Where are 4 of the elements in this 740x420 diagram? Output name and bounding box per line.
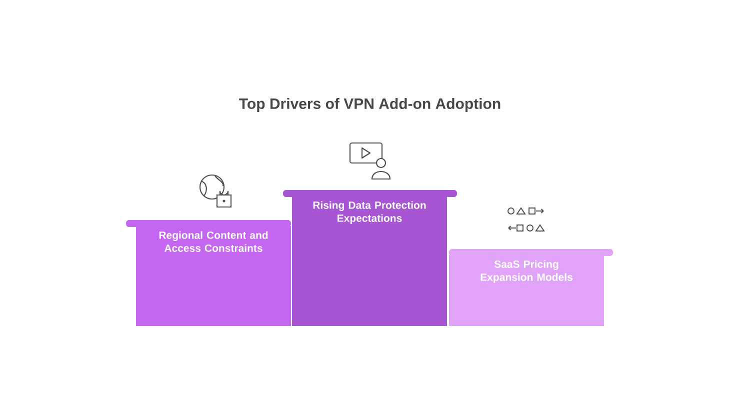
podium-block: SaaS Pricing Expansion Models bbox=[449, 249, 613, 326]
podium-block: Rising Data Protection Expectations bbox=[283, 190, 457, 326]
title: Top Drivers of VPN Add-on Adoption bbox=[239, 98, 500, 112]
podium-block: Regional Content and Access Constraints bbox=[126, 220, 291, 326]
